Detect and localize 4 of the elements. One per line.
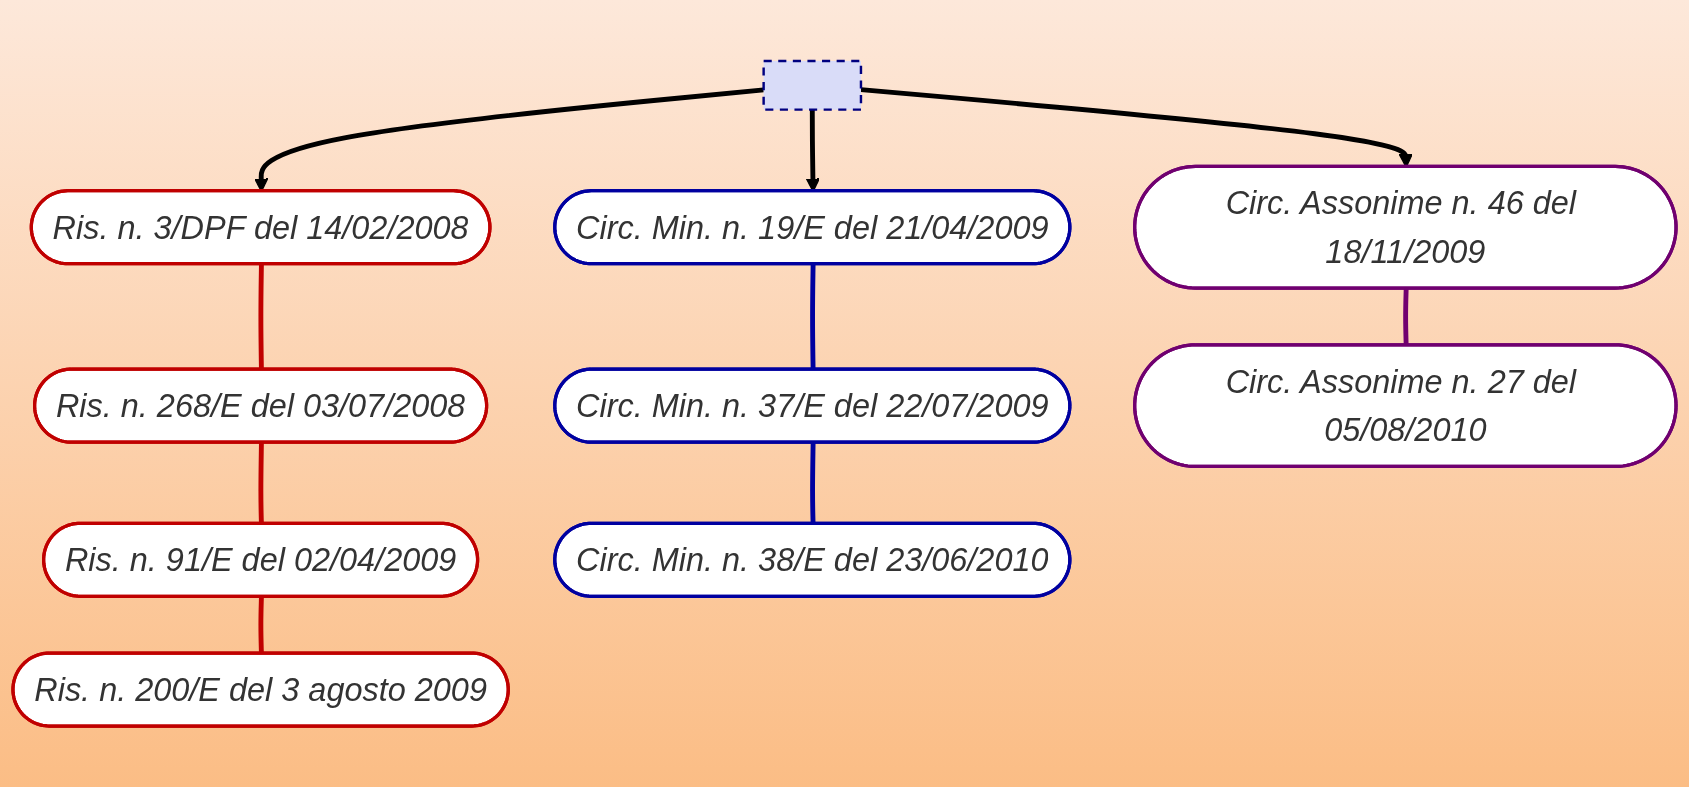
connector [258, 597, 264, 654]
node-box [762, 59, 863, 111]
connector [258, 264, 264, 370]
connector [1403, 288, 1409, 346]
